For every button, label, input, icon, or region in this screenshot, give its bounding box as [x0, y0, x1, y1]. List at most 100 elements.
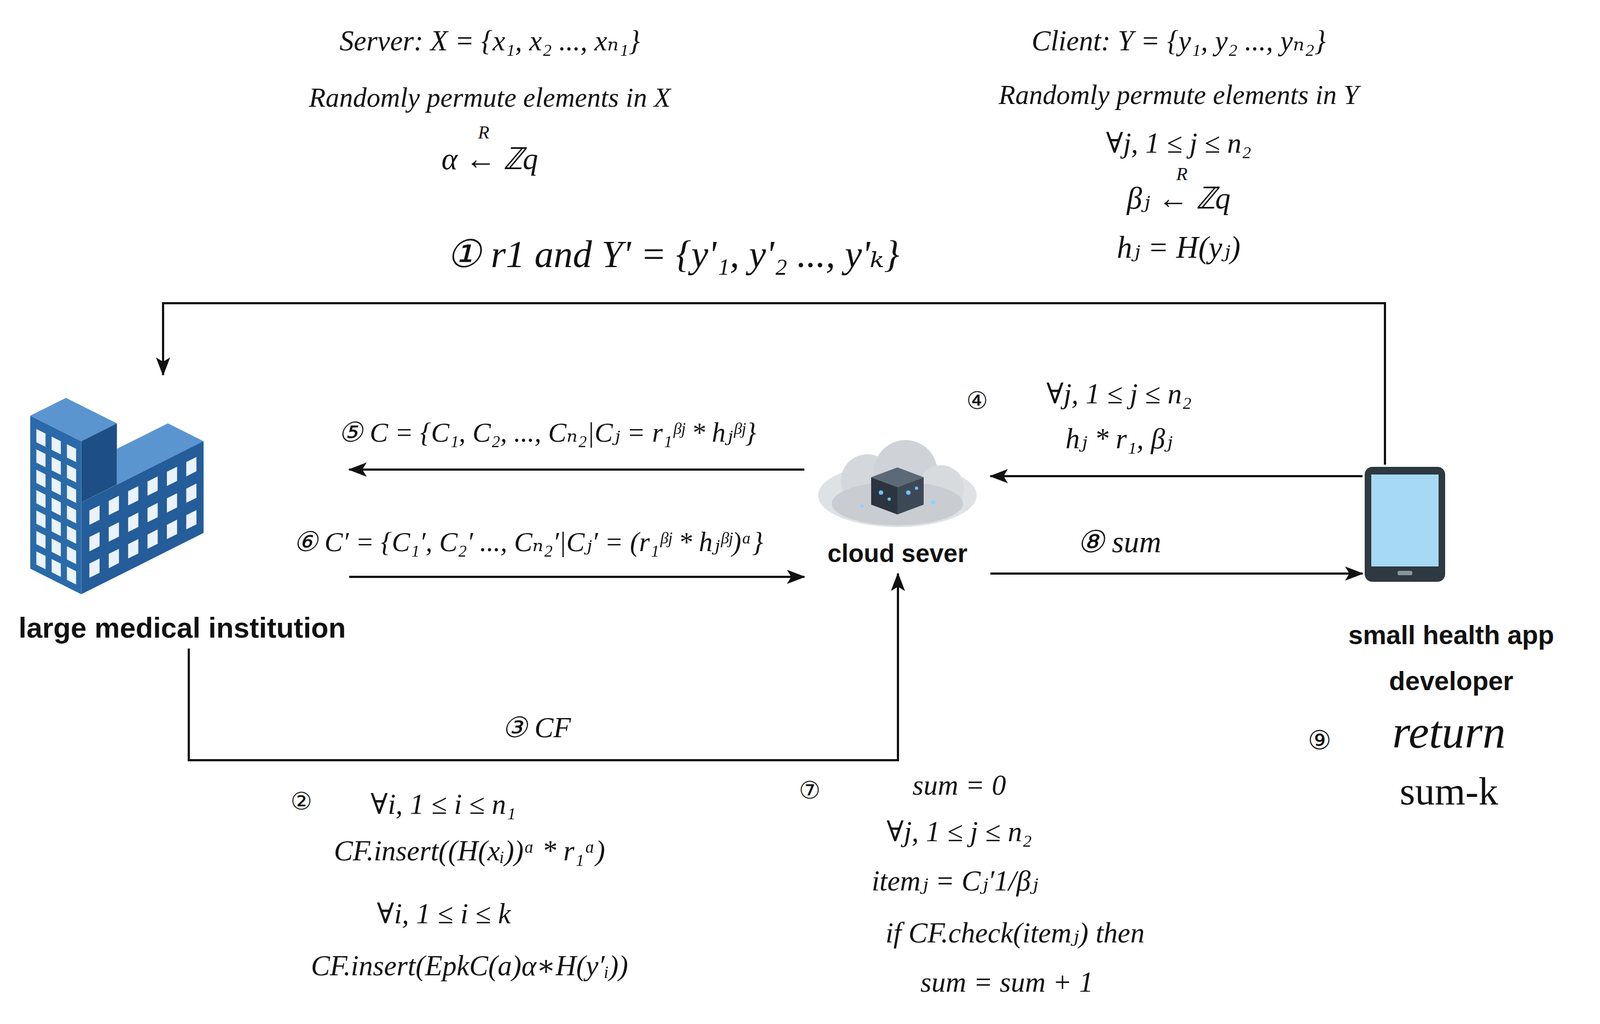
- edge-label: ⑧ sum: [1073, 524, 1165, 560]
- icon-part: [166, 519, 178, 539]
- formula-text: itemⱼ = Cⱼ′1/βⱼ: [871, 864, 1039, 898]
- icon-part: [878, 490, 884, 495]
- icon-part: [897, 477, 924, 515]
- icon-part: [51, 456, 61, 475]
- icon-part: [66, 546, 77, 565]
- icon-part: [128, 512, 139, 532]
- institution-node: large medical institution: [16, 374, 350, 649]
- node-label: small health app developer: [1319, 612, 1583, 705]
- formula-text: return: [1392, 705, 1506, 759]
- formula-text: βⱼ ← ℤq: [1126, 180, 1231, 216]
- formula-text: sum-k: [1399, 768, 1499, 815]
- callout-number: ⑨: [1307, 725, 1332, 756]
- icon-part: [166, 493, 178, 513]
- edge-label: ① r1 and Y' = {y'₁, y'₂ ..., y'ₖ}: [443, 232, 903, 277]
- formula-text: Server: X = {x₁, x₂ ..., xₙ₁}: [339, 24, 640, 58]
- formula-text: ∀j, 1 ≤ j ≤ n₂: [1105, 126, 1251, 160]
- callout-number: ④: [966, 387, 988, 416]
- icon-part: [914, 486, 919, 490]
- icon-part: [66, 525, 77, 544]
- flow-arrow: [349, 575, 805, 578]
- edge-label: hⱼ * r₁, βⱼ: [1062, 422, 1176, 456]
- formula-text: ∀i, 1 ≤ i ≤ n₁: [370, 787, 516, 821]
- icon-part: [51, 436, 61, 455]
- icon-part: [36, 510, 46, 529]
- icon-part: [108, 548, 120, 568]
- icon-part: [66, 566, 77, 585]
- edge-label: ⑤ C = {C₁, C₂, ..., Cₙ₂|Cⱼ = r₁ᵝʲ * hⱼᵝʲ…: [334, 416, 760, 449]
- icon-part: [128, 485, 139, 506]
- icon-part: [30, 415, 81, 595]
- flow-arrow: [990, 474, 1363, 478]
- icon-part: [30, 415, 81, 595]
- icon-part: [166, 466, 178, 486]
- icon-part: [186, 509, 197, 530]
- icon-part: [66, 464, 77, 483]
- formula-text: ∀i, 1 ≤ i ≤ k: [377, 897, 511, 931]
- icon-part: [147, 529, 159, 549]
- icon-part: [860, 504, 864, 508]
- phone-icon: [1362, 464, 1448, 584]
- icon-part: [887, 497, 891, 501]
- icon-part: [930, 500, 936, 505]
- formula-text: α ← ℤq: [441, 141, 538, 177]
- formula-text: sum = 0: [912, 768, 1007, 802]
- formula-text: if CF.check(itemⱼ) then: [885, 916, 1145, 950]
- cloud-server-node: cloud sever: [804, 437, 991, 574]
- node-label: cloud sever: [827, 538, 968, 568]
- icon-part: [36, 490, 46, 509]
- icon-part: [80, 423, 117, 503]
- icon-part: [51, 538, 61, 557]
- formula-text: Randomly permute elements in X: [309, 82, 671, 114]
- icon-part: [89, 558, 100, 578]
- icon-part: [147, 502, 159, 523]
- flow-arrow: [188, 573, 898, 761]
- icon-part: [108, 522, 120, 542]
- icon-part: [36, 469, 46, 488]
- icon-part: [51, 497, 61, 517]
- icon-part: [1397, 570, 1413, 576]
- icon-part: [36, 429, 46, 448]
- icon-part: [1364, 466, 1446, 582]
- edge-label: ⑥ C′ = {C₁′, C₂′ ..., Cₙ₂′|Cⱼ′ = (r₁ᵝʲ *…: [290, 526, 767, 559]
- cloud-server-icon: [809, 437, 985, 537]
- icon-part: [51, 477, 61, 496]
- formula-text: CF.insert((H(xᵢ))ᵅ * r₁ᵅ): [333, 834, 606, 868]
- flow-arrow: [349, 468, 805, 471]
- icon-part: [36, 530, 46, 549]
- icon-part: [108, 495, 120, 515]
- icon-part: [51, 518, 61, 537]
- formula-text: hⱼ = H(yⱼ): [1116, 229, 1241, 265]
- formula-text: R: [478, 121, 490, 143]
- icon-part: [147, 476, 159, 496]
- flow-arrow: [163, 303, 1385, 465]
- icon-part: [186, 456, 197, 477]
- building-icon: [18, 374, 211, 600]
- icon-part: [51, 558, 61, 577]
- icon-part: [36, 551, 46, 570]
- icon-part: [66, 505, 77, 524]
- developer-node: small health app developer: [1362, 464, 1448, 584]
- formula-text: Client: Y = {y₁, y₂ ..., yₙ₂}: [1031, 24, 1326, 58]
- icon-part: [906, 490, 911, 495]
- icon-part: [66, 444, 77, 463]
- icon-part: [66, 484, 77, 503]
- icon-part: [89, 505, 100, 525]
- icon-part: [818, 463, 977, 527]
- icon-part: [80, 423, 117, 503]
- edge-label: ③ CF: [498, 711, 575, 745]
- icon-part: [36, 429, 77, 585]
- formula-text: ∀j, 1 ≤ j ≤ n₂: [1046, 377, 1192, 411]
- formula-text: Randomly permute elements in Y: [998, 79, 1359, 112]
- callout-number: ⑦: [798, 777, 821, 805]
- icon-part: [1371, 474, 1439, 567]
- callout-number: ②: [290, 787, 312, 816]
- formula-text: CF.insert(EpkC(a)α∗H(y′ᵢ)): [310, 949, 629, 983]
- icon-part: [871, 477, 898, 515]
- icon-part: [89, 531, 100, 552]
- formula-text: sum = sum + 1: [920, 965, 1094, 999]
- formula-text: ∀j, 1 ≤ j ≤ n₂: [886, 815, 1032, 849]
- icon-part: [186, 483, 197, 503]
